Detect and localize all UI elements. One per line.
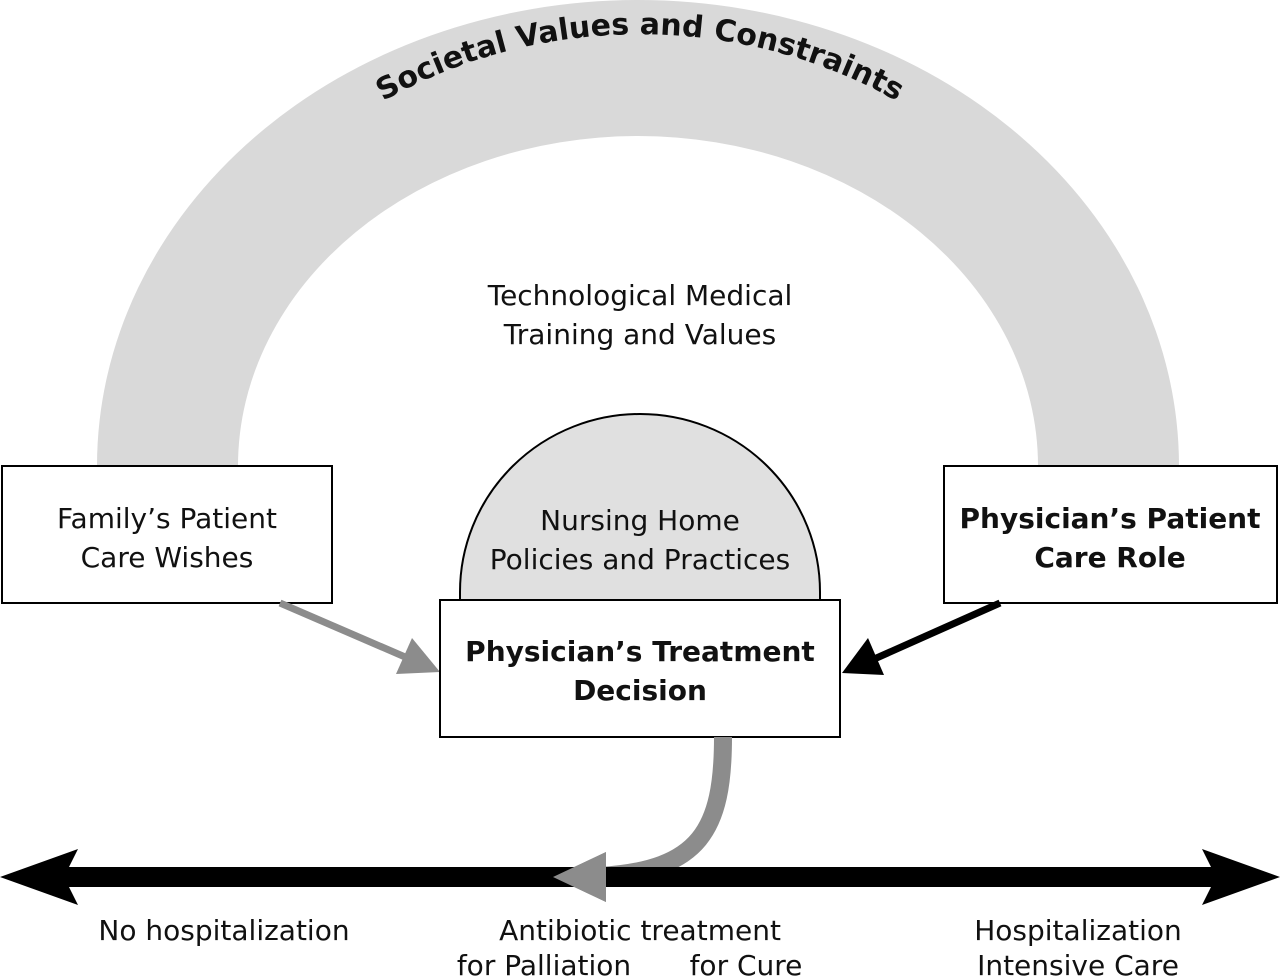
spectrum-left-arrowhead <box>0 849 78 905</box>
nursing-home-line2: Policies and Practices <box>490 543 790 576</box>
decision-to-spectrum-arrowhead-overlay <box>553 852 606 902</box>
nursing-home-dome <box>459 413 821 601</box>
physician-role-box <box>943 465 1278 604</box>
family-to-decision-arrow-shaft <box>278 599 414 664</box>
spectrum-cure-label: for Cure <box>690 949 803 979</box>
nursing-home-line1: Nursing Home <box>540 504 740 537</box>
spectrum-palliation-label: for Palliation <box>457 949 631 979</box>
tech-training-line1: Technological Medical <box>487 279 793 312</box>
spectrum-right-arrowhead <box>1202 849 1280 905</box>
spectrum-middle-label: Antibiotic treatment <box>499 914 781 947</box>
tech-training-line2: Training and Values <box>503 318 776 351</box>
family-wishes-box <box>1 465 333 604</box>
family-wishes-line1: Family’s Patient <box>57 502 277 535</box>
family-to-decision-arrowhead <box>396 638 440 674</box>
treatment-decision-line1: Physician’s Treatment <box>465 635 815 668</box>
role-to-decision-arrow-shaft <box>870 599 1002 664</box>
societal-arc-band <box>97 0 1179 466</box>
family-wishes-line2: Care Wishes <box>81 541 254 574</box>
treatment-decision-box <box>439 599 841 738</box>
spectrum-right-label: Hospitalization <box>974 914 1182 947</box>
physician-role-line2: Care Role <box>1034 541 1185 574</box>
physician-role-line1: Physician’s Patient <box>960 502 1261 535</box>
decision-to-spectrum-curve <box>599 736 732 885</box>
treatment-decision-line2: Decision <box>573 674 707 707</box>
spectrum-intensive-label: Intensive Care <box>977 949 1179 979</box>
spectrum-axis-bar <box>60 867 1220 887</box>
spectrum-left-label: No hospitalization <box>98 914 349 947</box>
role-to-decision-arrowhead <box>842 638 884 675</box>
